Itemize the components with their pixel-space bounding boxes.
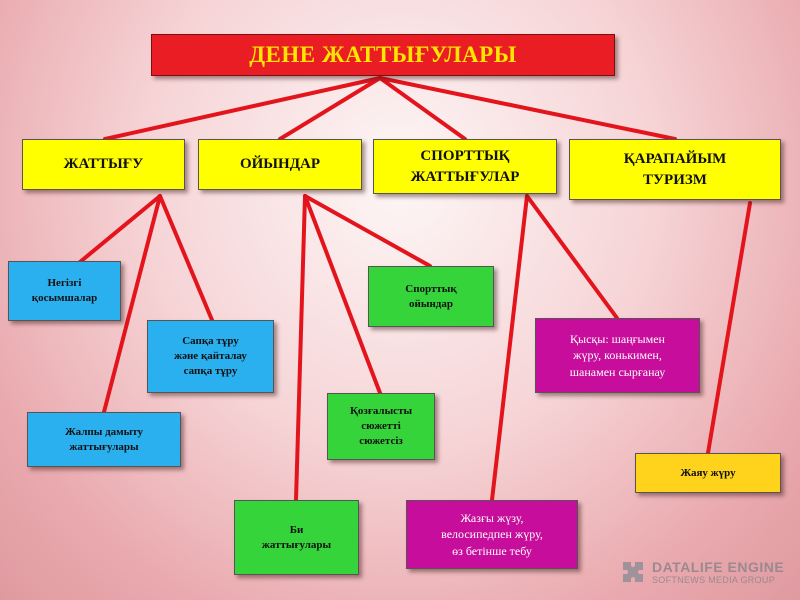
node-label-line: Жаяу жүру <box>680 466 736 479</box>
node-label-line: жүру, конькимен, <box>573 348 662 363</box>
connector-cat4-node-9 <box>706 201 752 455</box>
puzzle-logo-icon <box>623 562 643 582</box>
node-label-line: Негізгі <box>47 277 82 290</box>
node-movement-games: Қозғалысты сюжетті сюжетсіз <box>327 393 435 460</box>
category-box-exercise: ЖАТТЫҒУ <box>22 139 185 190</box>
watermark-logo: DATALIFE ENGINE SOFTNEWS MEDIA GROUP <box>620 555 796 589</box>
node-label-line: Сапқа тұру <box>182 335 239 348</box>
diagram-title: ДЕНЕ ЖАТТЫҒУЛАРЫ <box>151 34 615 76</box>
connector-cat2-node-5 <box>303 194 382 395</box>
node-label-line: Қозғалысты <box>349 405 413 418</box>
connector-cat1-node-2 <box>158 194 214 322</box>
node-label-line: қосымшалар <box>31 292 98 304</box>
watermark-main-text: DATALIFE ENGINE <box>652 558 785 575</box>
node-label-line: Спорттық <box>405 282 457 295</box>
node-label-line: сюжетсіз <box>359 434 403 447</box>
node-basic-additions: Негізгі қосымшалар <box>8 261 121 321</box>
node-label-line: өз бетінше тебу <box>452 543 532 558</box>
category-label-line: ТУРИЗМ <box>643 171 707 188</box>
node-winter-sports: Қысқы: шаңғымен жүру, конькимен, шанамен… <box>535 318 700 393</box>
node-general-development: Жалпы дамыту жаттығулары <box>27 412 181 467</box>
category-box-sport-exercises: СПОРТТЫҚ ЖАТТЫҒУЛАР <box>373 139 557 194</box>
category-label-line: ЖАТТЫҒУЛАР <box>410 168 520 185</box>
node-label-line: Жалпы дамыту <box>65 425 143 438</box>
node-walking: Жаяу жүру <box>635 453 781 493</box>
connector-cat1-node-1 <box>78 194 162 264</box>
node-formation: Сапқа тұру және қайталау сапқа тұру <box>147 320 274 393</box>
category-label-line: ЖАТТЫҒУ <box>63 156 144 173</box>
connector-cat3-node-8 <box>490 194 529 502</box>
node-sport-games: Спорттық ойындар <box>368 266 494 327</box>
node-label-line: Қысқы: шаңғымен <box>570 332 665 347</box>
node-label-line: ойындар <box>409 297 453 310</box>
node-label-line: жаттығулары <box>69 440 139 453</box>
node-label-line: және қайталау <box>174 350 247 363</box>
node-label-line: Би <box>289 523 304 536</box>
category-label-line: ҚАРАПАЙЫМ <box>623 151 727 168</box>
connector-cat2-node-4 <box>303 194 432 268</box>
connector-title-cat-2 <box>278 76 382 141</box>
category-label-line: СПОРТТЫҚ <box>420 148 510 165</box>
connector-cat1-node-3 <box>102 194 162 414</box>
category-box-games: ОЙЫНДАР <box>198 139 362 190</box>
node-label-line: сапқа тұру <box>183 364 238 377</box>
connector-title-cat-4 <box>378 76 677 141</box>
category-label-line: ОЙЫНДАР <box>239 156 321 173</box>
diagram-title-text: ДЕНЕ ЖАТТЫҒУЛАРЫ <box>249 42 517 68</box>
node-dance-exercises: Би жаттығулары <box>234 500 359 575</box>
node-label-line: сюжетті <box>361 420 401 433</box>
connector-cat3-node-7 <box>525 194 619 320</box>
connector-title-cat-3 <box>378 76 467 141</box>
node-label-line: велосипедпен жүру, <box>441 527 543 542</box>
connector-cat2-node-6 <box>294 194 307 502</box>
connector-title-cat-1 <box>103 76 382 141</box>
node-label-line: Жазғы жүзу, <box>460 511 524 526</box>
node-summer-sports: Жазғы жүзу, велосипедпен жүру, өз бетінш… <box>406 500 578 569</box>
category-box-simple-tourism: ҚАРАПАЙЫМ ТУРИЗМ <box>569 139 781 200</box>
watermark-sub-text: SOFTNEWS MEDIA GROUP <box>652 574 776 585</box>
node-label-line: жаттығулары <box>261 538 332 551</box>
node-label-line: шанамен сырғанау <box>569 364 666 379</box>
